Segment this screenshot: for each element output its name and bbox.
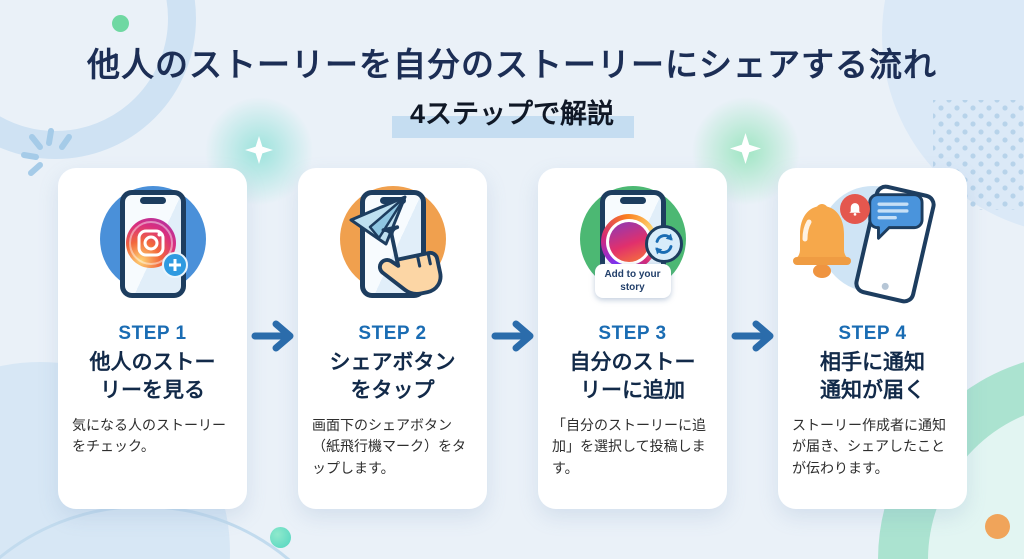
story-ring-gap	[606, 219, 652, 265]
step-label: STEP 2	[358, 323, 427, 344]
add-badge-icon	[162, 252, 188, 278]
step2-illustration	[298, 168, 487, 318]
orange-dot-decoration	[985, 514, 1010, 539]
step-heading-line: 通知が届く	[820, 379, 925, 403]
step-heading: 相手に通知 通知が届く	[778, 349, 967, 406]
arrow-right-icon	[490, 318, 538, 359]
arrow-right-icon	[250, 318, 298, 359]
step-heading-line: 他人のストー	[89, 351, 216, 374]
subtitle-highlight	[392, 116, 634, 138]
notification-badge-icon	[840, 194, 870, 224]
add-to-story-label: Add to your story	[594, 264, 671, 298]
step-heading-line: をタップ	[350, 379, 435, 403]
step4-illustration	[778, 168, 967, 318]
sync-icon	[645, 225, 683, 263]
step-heading-line: リーに追加	[580, 379, 685, 403]
step-description: 「自分のストーリーに追加」を選択して投稿します。	[552, 416, 706, 477]
step-heading: 自分のストー リーに追加	[538, 349, 727, 406]
phone-notch	[139, 197, 166, 204]
step-heading: 他人のストー リーを見る	[58, 349, 247, 406]
step1-illustration	[58, 168, 247, 318]
phone-home-button	[881, 282, 890, 291]
teal-dot-decoration	[270, 527, 291, 548]
step-label: STEP 3	[598, 323, 667, 344]
page-subtitle: 4ステップで解説	[409, 99, 615, 129]
step3-illustration: Add to your story	[538, 168, 727, 318]
step-heading: シェアボタン をタップ	[298, 349, 487, 406]
step-description: ストーリー作成者に通知が届き、シェアしたことが伝わります。	[792, 416, 946, 477]
phone-notch	[379, 197, 406, 204]
burst-sparkle-icon	[18, 126, 82, 195]
chat-bubble-icon	[862, 190, 924, 247]
step-card-1: STEP 1 他人のストー リーを見る 気になる人のストーリーをチェック。	[58, 168, 247, 509]
step-description: 画面下のシェアボタン（紙飛行機マーク）をタップします。	[312, 416, 466, 477]
green-dot-decoration	[112, 15, 129, 32]
instagram-icon	[126, 218, 176, 268]
step-card-4: STEP 4 相手に通知 通知が届く ストーリー作成者に通知が届き、シェアしたこ…	[778, 168, 967, 509]
step-heading-line: 自分のストー	[569, 351, 696, 374]
step-label: STEP 4	[838, 323, 907, 344]
paper-plane-icon	[348, 194, 408, 253]
step-heading-line: シェアボタン	[329, 351, 456, 374]
page-title: 他人のストーリーを自分のストーリーにシェアする流れ	[87, 46, 937, 83]
hand-pointer-icon	[364, 215, 457, 310]
step-card-3: Add to your story STEP 3 自分のストー リーに追加 「自…	[538, 168, 727, 509]
step-heading-line: リーを見る	[100, 379, 205, 403]
story-ring-icon	[601, 214, 657, 270]
arrow-right-icon	[730, 318, 778, 359]
story-ring-core	[609, 222, 649, 262]
bell-icon	[786, 200, 858, 287]
step-heading-line: 相手に通知	[820, 351, 925, 374]
step-card-2: STEP 2 シェアボタン をタップ 画面下のシェアボタン（紙飛行機マーク）をタ…	[298, 168, 487, 509]
step-description: 気になる人のストーリーをチェック。	[72, 416, 226, 455]
phone-notch	[619, 197, 646, 204]
step-label: STEP 1	[118, 323, 187, 344]
